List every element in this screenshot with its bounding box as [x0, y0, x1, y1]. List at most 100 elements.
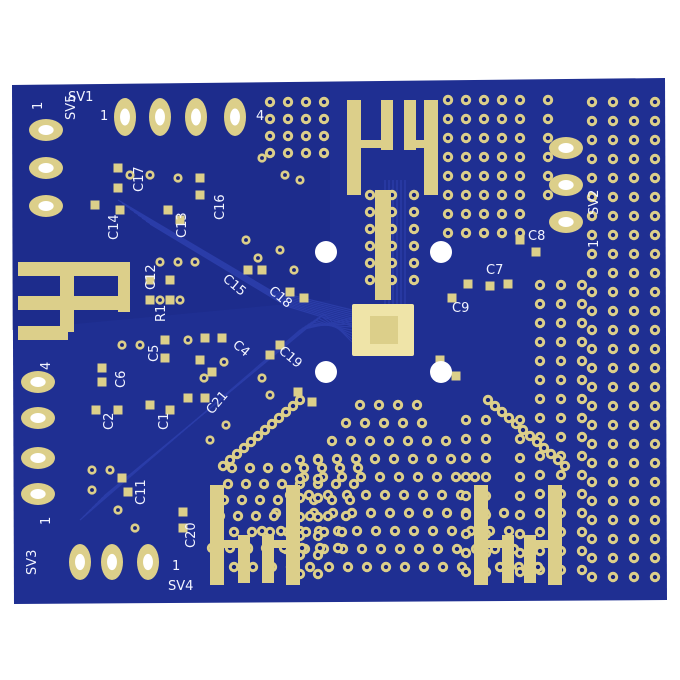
via-hole: [517, 531, 523, 537]
via-hole: [631, 403, 637, 409]
smd-pad: [200, 333, 210, 343]
via-hole: [463, 211, 469, 217]
via-hole: [631, 118, 637, 124]
rf-pad: [210, 485, 224, 585]
via-hole: [367, 226, 373, 232]
rf-pad: [524, 535, 536, 583]
via-hole: [415, 474, 421, 480]
via-hole: [463, 230, 469, 236]
via-hole: [520, 427, 526, 433]
via-hole: [631, 99, 637, 105]
via-hole: [499, 409, 505, 415]
via-hole: [267, 529, 273, 535]
via-hole: [445, 192, 451, 198]
smd-pad: [195, 190, 205, 200]
rf-pad: [286, 485, 300, 585]
via-hole: [257, 497, 263, 503]
via-hole: [537, 396, 543, 402]
via-hole: [631, 232, 637, 238]
via-hole: [421, 564, 427, 570]
via-hole: [610, 289, 616, 295]
label-c7: C7: [486, 263, 503, 278]
via-hole: [610, 517, 616, 523]
via-hole: [411, 243, 417, 249]
via-hole: [363, 492, 369, 498]
label-c6: C6: [114, 371, 129, 388]
smd-pad: [165, 405, 175, 415]
via-hole: [321, 150, 327, 156]
smd-pad: [145, 400, 155, 410]
via-hole: [499, 116, 505, 122]
via-hole: [299, 545, 305, 551]
via-hole: [481, 116, 487, 122]
via-hole: [463, 116, 469, 122]
via-hole: [589, 574, 595, 580]
via-hole: [631, 194, 637, 200]
via-hole: [579, 301, 585, 307]
label-sv4-pin1: 1: [172, 559, 180, 574]
via-hole: [579, 396, 585, 402]
via-hole: [610, 251, 616, 257]
via-hole: [419, 420, 425, 426]
smd-pad: [97, 377, 107, 387]
via-hole: [652, 517, 658, 523]
via-hole: [631, 422, 637, 428]
via-hole: [463, 436, 469, 442]
via-hole: [579, 320, 585, 326]
via-hole: [297, 457, 303, 463]
via-hole: [267, 116, 273, 122]
smd-pad: [285, 287, 295, 297]
via-hole: [517, 135, 523, 141]
via-hole: [367, 209, 373, 215]
via-hole: [244, 238, 248, 242]
via-hole: [434, 474, 440, 480]
via-hole: [652, 251, 658, 257]
via-hole: [589, 346, 595, 352]
via-hole: [545, 192, 551, 198]
via-hole: [589, 365, 595, 371]
via-hole: [537, 282, 543, 288]
via-hole: [631, 365, 637, 371]
via-hole: [631, 137, 637, 143]
via-hole: [558, 301, 564, 307]
smd-pad: [451, 371, 461, 381]
via-hole: [481, 230, 487, 236]
via-hole: [224, 423, 228, 427]
via-hole: [537, 529, 543, 535]
via-hole: [445, 211, 451, 217]
via-hole: [537, 453, 543, 459]
via-hole: [545, 116, 551, 122]
via-hole: [411, 528, 417, 534]
via-hole: [397, 546, 403, 552]
via-hole: [448, 456, 454, 462]
via-hole: [116, 508, 120, 512]
via-hole: [579, 529, 585, 535]
smd-pad: [90, 200, 100, 210]
via-hole: [610, 327, 616, 333]
via-hole: [631, 536, 637, 542]
via-hole: [610, 498, 616, 504]
via-hole: [652, 118, 658, 124]
via-hole: [652, 156, 658, 162]
label-c17: C17: [132, 166, 147, 192]
via-hole: [463, 154, 469, 160]
via-hole: [297, 397, 303, 403]
via-hole: [631, 441, 637, 447]
rf-pad: [424, 100, 438, 195]
via-hole: [631, 289, 637, 295]
via-hole: [610, 441, 616, 447]
via-hole: [589, 479, 595, 485]
rf-pad: [262, 535, 274, 583]
via-hole: [481, 135, 487, 141]
via-hole: [275, 497, 281, 503]
smd-pad: [435, 355, 445, 365]
connector-hole: [30, 489, 46, 499]
via-hole: [610, 403, 616, 409]
via-hole: [558, 434, 564, 440]
via-hole: [268, 393, 272, 397]
connector-hole: [230, 108, 240, 126]
via-hole: [517, 173, 523, 179]
via-hole: [276, 415, 282, 421]
via-hole: [579, 377, 585, 383]
label-sv1-pin4: 4: [256, 109, 264, 124]
